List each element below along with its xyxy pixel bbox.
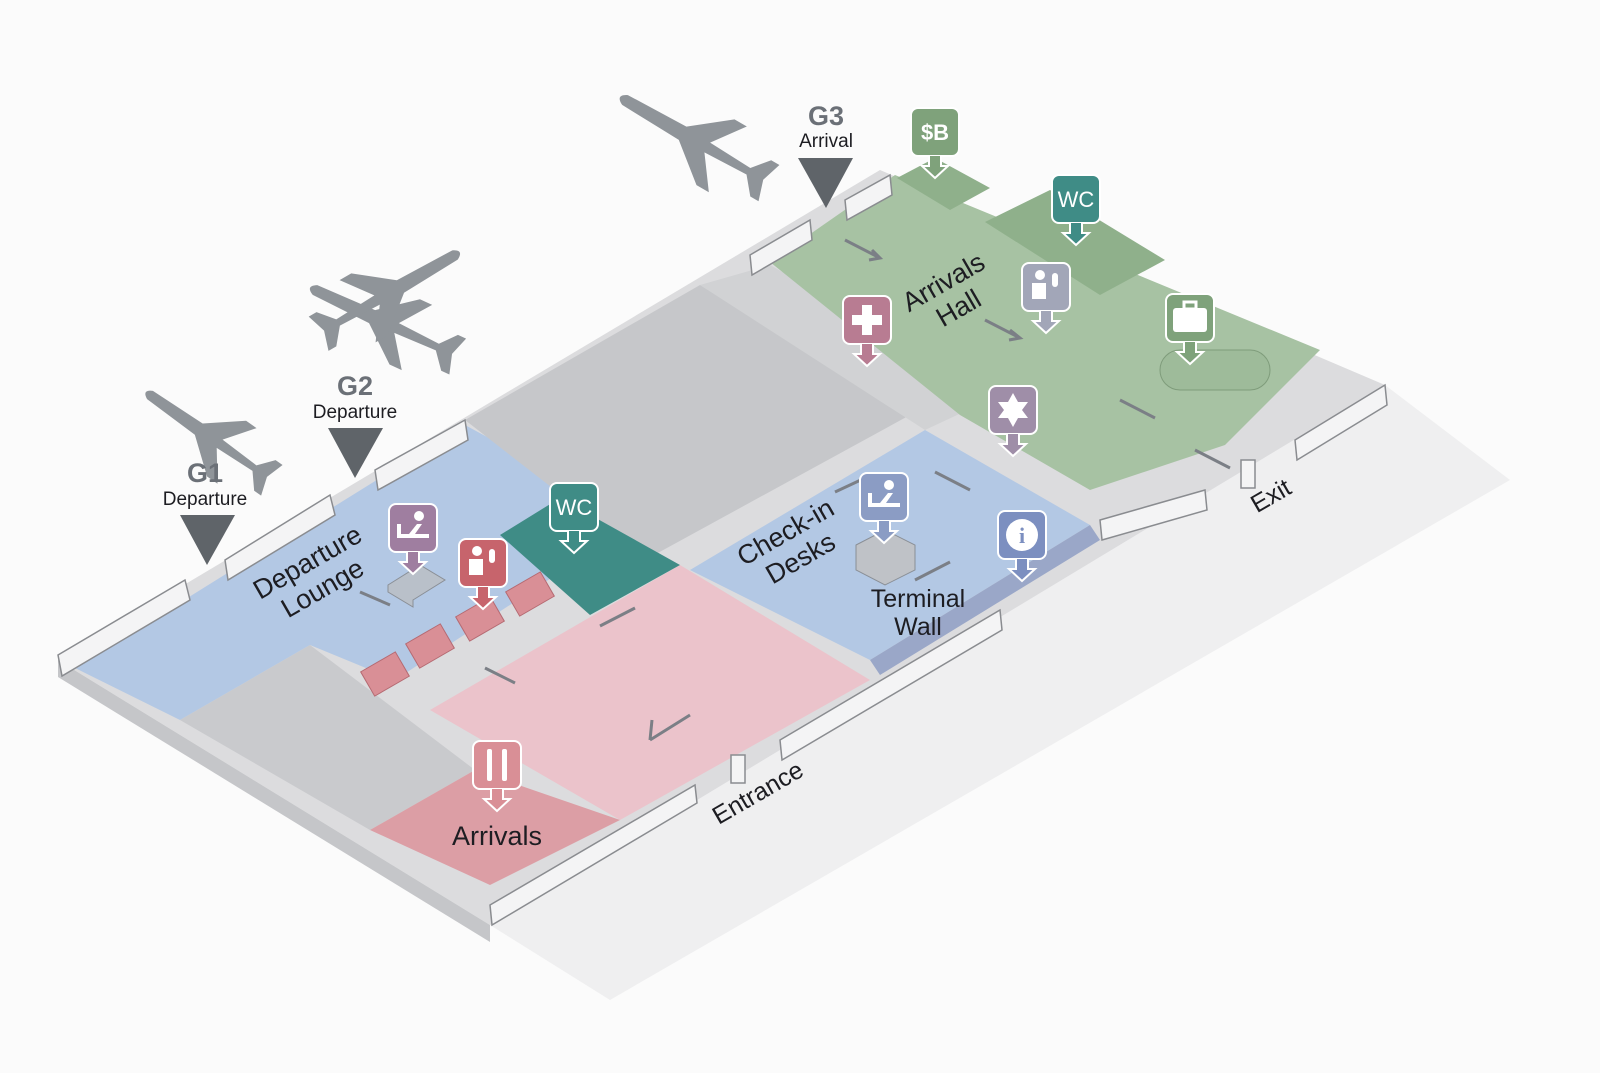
sign-currency-exchange[interactable]: $B — [910, 107, 960, 180]
sign-wc-arrivals[interactable]: WC — [1051, 174, 1101, 247]
pink-concourse[interactable] — [430, 565, 870, 820]
sign-first-aid[interactable] — [842, 295, 892, 368]
gate-label: Departure — [163, 489, 248, 510]
gray-block-left — [180, 645, 475, 830]
wall-segment — [1099, 489, 1208, 541]
sign-service-desk[interactable] — [458, 538, 508, 611]
customs-officer-icon — [469, 546, 495, 575]
gate-marker-icon — [328, 428, 383, 478]
gate-code: G2 — [337, 371, 373, 401]
exit-door[interactable] — [1240, 459, 1256, 489]
sign-baggage-claim[interactable] — [1165, 293, 1215, 366]
luggage-icon — [1173, 300, 1207, 332]
gate-code: G1 — [187, 458, 223, 488]
airplane-icon — [601, 64, 788, 217]
wall-segment — [1294, 383, 1388, 462]
wall-segment — [224, 493, 336, 582]
gate-label: Departure — [313, 402, 398, 423]
gate-label: Arrival — [799, 131, 853, 152]
wall-segment — [374, 418, 469, 492]
wall-segment — [844, 173, 893, 222]
gate-code: G3 — [808, 101, 844, 131]
wall-segment — [779, 608, 1003, 762]
terminal-wall-zone — [870, 525, 1100, 675]
sign-info[interactable]: i — [997, 510, 1047, 583]
zone-label-arrivals: Arrivals — [452, 821, 542, 851]
info-icon: i — [1019, 523, 1025, 548]
wall-segment — [749, 218, 813, 277]
teal-wc-block — [500, 498, 680, 615]
first-aid-icon — [852, 305, 882, 335]
arrivals-block — [897, 158, 990, 210]
gate-marker-icon — [180, 515, 235, 565]
currency-exchange-icon: $B — [921, 120, 949, 145]
customs-officer-icon — [1032, 270, 1058, 299]
star-icon — [998, 393, 1028, 427]
flow-arrows — [359, 238, 1231, 742]
wc-icon: WC — [556, 495, 593, 520]
restaurant-icon — [487, 749, 507, 781]
baggage-carousel — [1159, 349, 1271, 391]
wall-segment — [489, 783, 698, 927]
wall-segment — [57, 578, 191, 678]
security-desk-icon — [397, 511, 429, 538]
gate-g1[interactable]: G1 Departure — [163, 458, 248, 565]
sign-restaurant[interactable] — [472, 740, 522, 813]
gate-g3[interactable]: G3 Arrival — [798, 101, 853, 208]
shop-counters — [359, 571, 556, 697]
service-corridor — [700, 265, 1000, 430]
ground-plaza — [490, 385, 1510, 1000]
terminal-base-edge — [58, 660, 490, 942]
sign-check-in[interactable] — [859, 472, 909, 545]
entrance-door[interactable] — [730, 754, 746, 784]
wc-icon: WC — [1058, 187, 1095, 212]
sign-security-departure[interactable] — [388, 503, 438, 576]
departure-lounge-zone[interactable] — [75, 425, 640, 720]
sign-customs[interactable] — [1021, 262, 1071, 335]
gate-g2[interactable]: G2 Departure — [313, 371, 398, 478]
sign-wc-departure[interactable]: WC — [549, 482, 599, 555]
gate-marker-icon — [798, 158, 853, 208]
check-in-desk-icon — [868, 480, 900, 507]
arrivals-zone[interactable] — [370, 770, 620, 885]
sign-star[interactable] — [988, 385, 1038, 458]
